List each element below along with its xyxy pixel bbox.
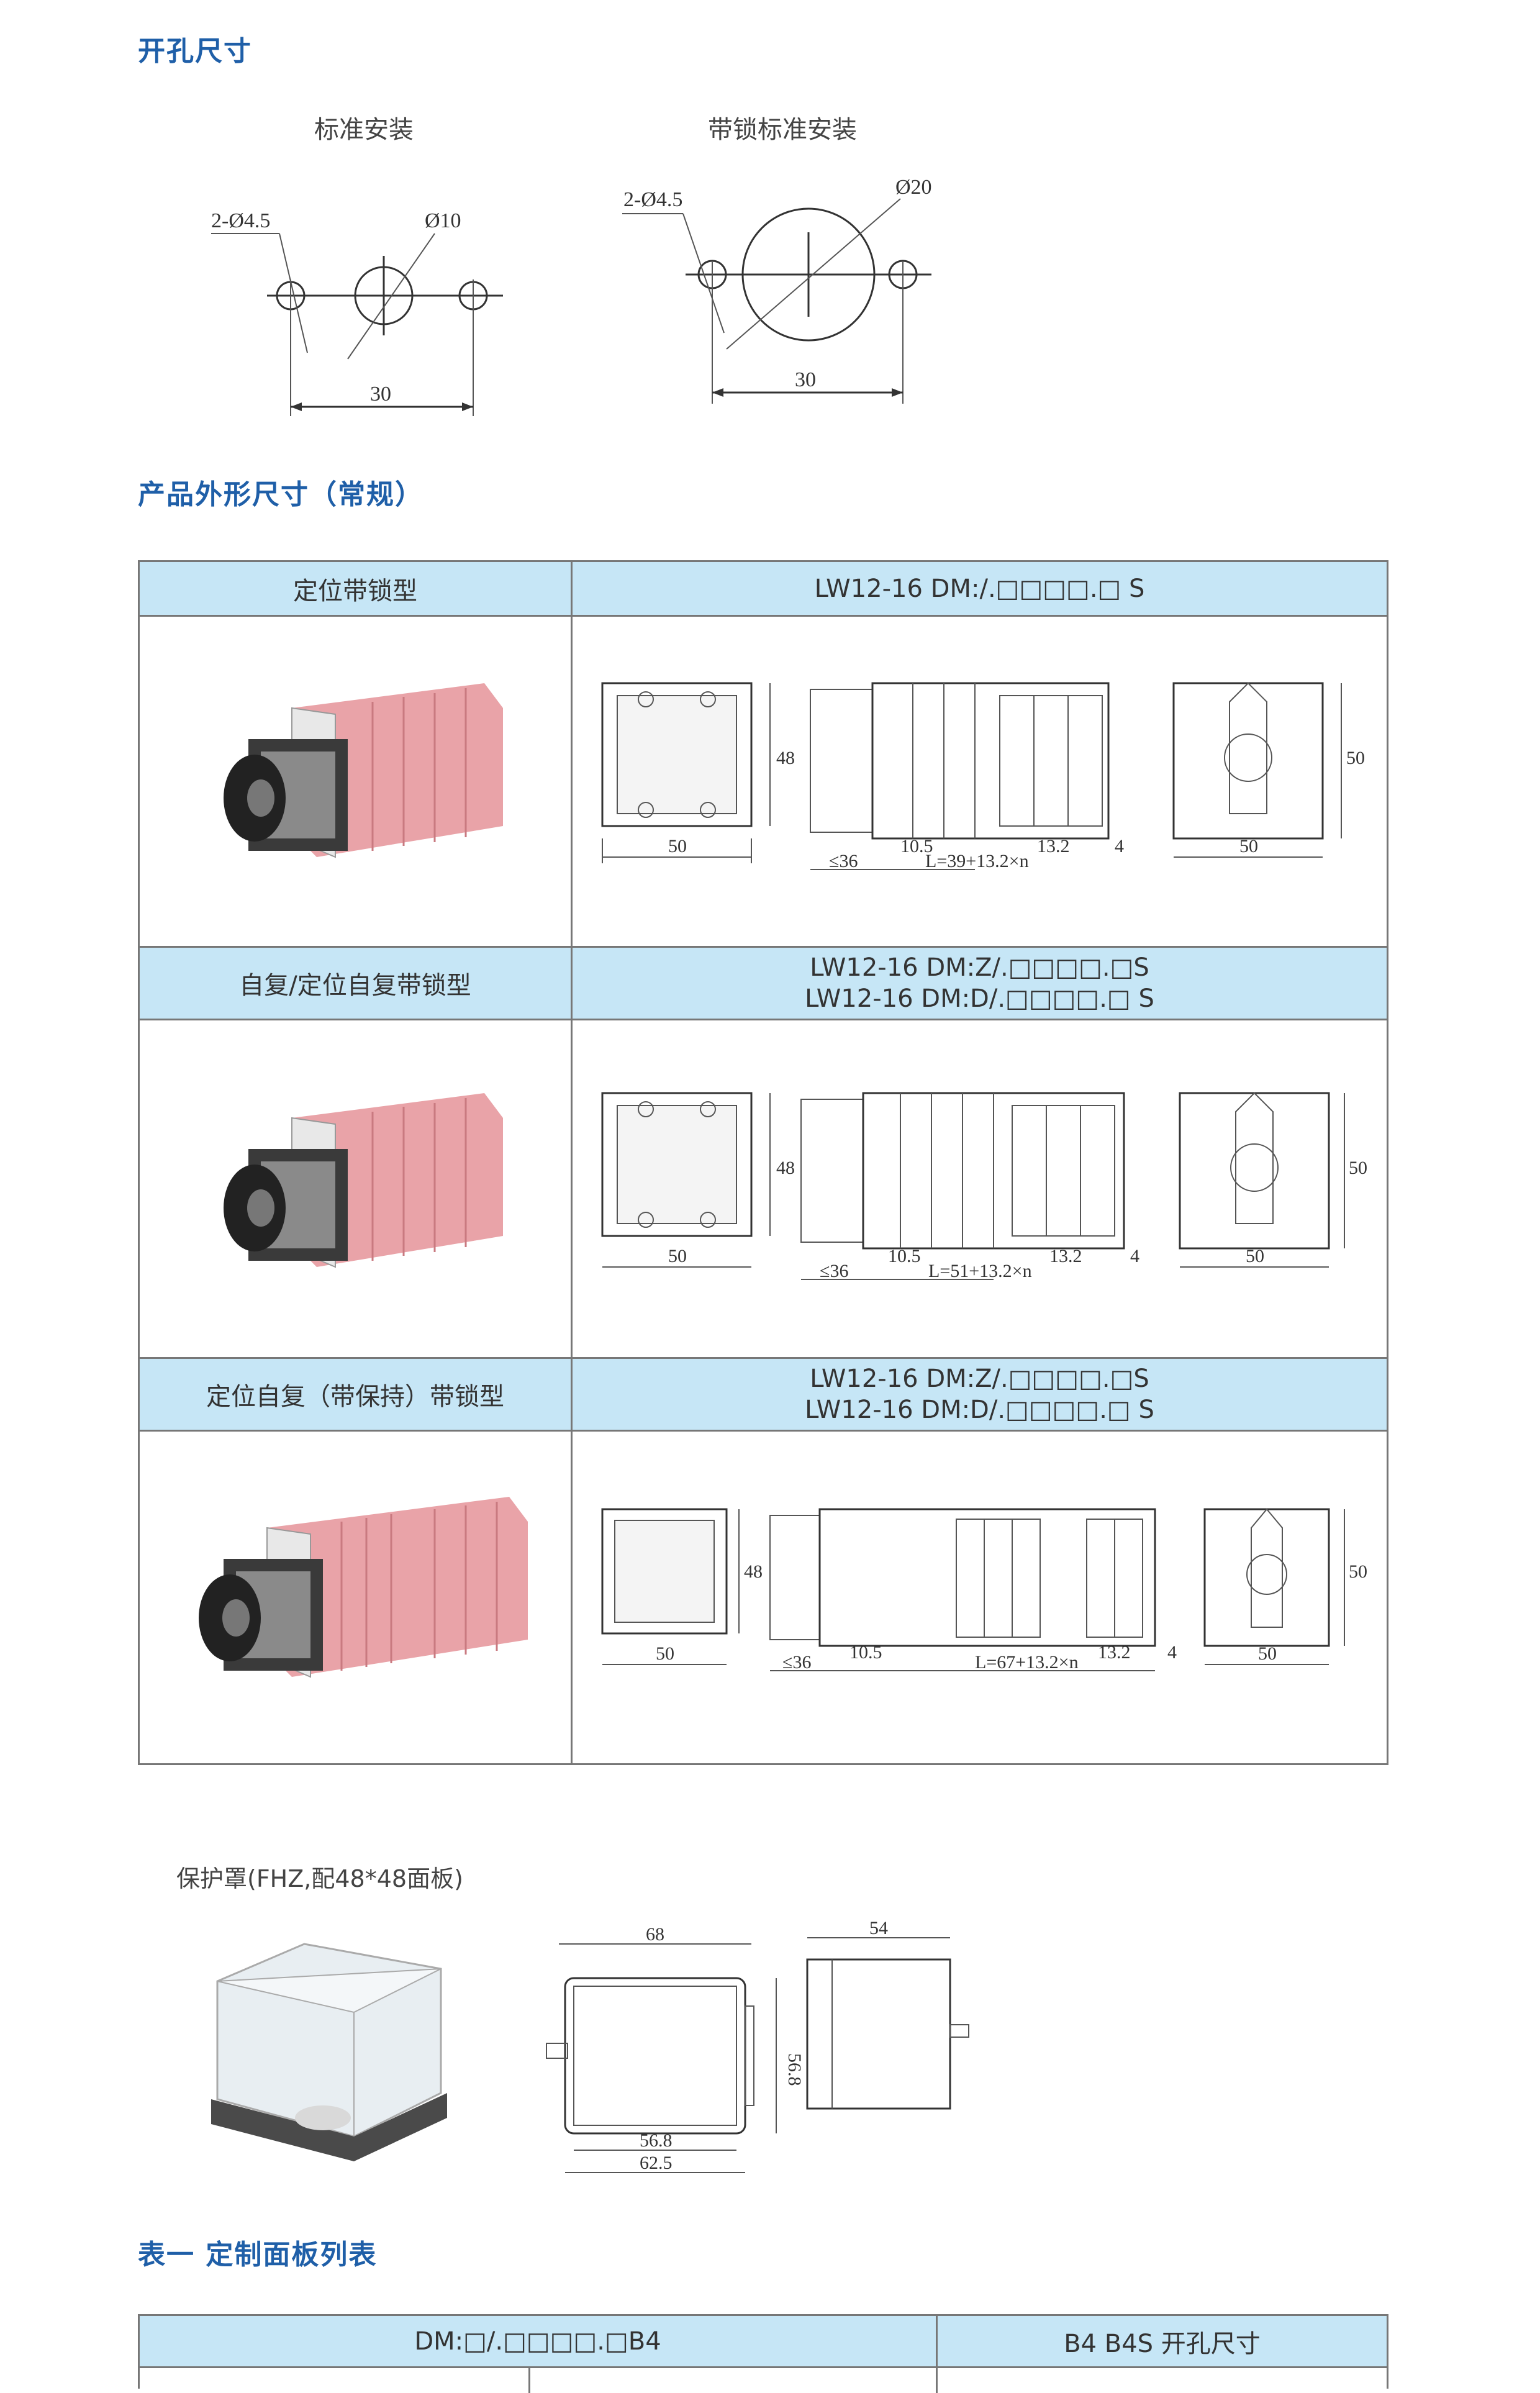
row2-model-cell: LW12-16 DM:Z/.□□□□.□S LW12-16 DM:D/.□□□□… [571, 946, 1387, 1020]
row1-length-formula: L=39+13.2×n [925, 851, 1029, 871]
row2-depth-dim: ≤36 [820, 1261, 848, 1281]
row3-type-cell: 定位自复（带保持）带锁型 [140, 1357, 571, 1432]
row3-model-cell: LW12-16 DM:Z/.□□□□.□S LW12-16 DM:D/.□□□□… [571, 1357, 1387, 1432]
row3-width-dim: 50 [656, 1643, 674, 1664]
row2-side-height-dim: 50 [1349, 1158, 1367, 1178]
cover-height-dim: 56.8 [784, 2053, 805, 2086]
switch-image-row2 [224, 1093, 503, 1268]
row3-length-formula: L=67+13.2×n [975, 1652, 1079, 1673]
cover-width-dim: 68 [646, 1924, 664, 1945]
row3-type-label: 定位自复（带保持）带锁型 [206, 1383, 504, 1411]
cover-label: 保护罩(FHZ,配48*48面板) [176, 1865, 463, 1892]
row3-model-label-1: LW12-16 DM:Z/.□□□□.□S [810, 1365, 1149, 1393]
row2-side-width-dim: 50 [1246, 1246, 1264, 1266]
cover-depth-dim: 54 [869, 1918, 888, 1938]
row3-side-width-dim: 50 [1258, 1643, 1277, 1664]
row2-height-dim: 48 [776, 1158, 795, 1178]
row1-offset-dim: 10.5 [900, 836, 933, 856]
drawing-row1: 50 48 ≤36 10.5 13.2 4 L=39+13.2×n 50 50 [601, 682, 1365, 871]
cover-drawing-front: 68 56.8 56.8 62.5 [546, 1924, 805, 2173]
row2-model-label-1: LW12-16 DM:Z/.□□□□.□S [810, 953, 1149, 982]
panel-table-col1-label: DM:□/.□□□□.□B4 [414, 2327, 661, 2356]
row1-type-label: 定位带锁型 [293, 576, 417, 606]
row3-depth-dim: ≤36 [782, 1652, 811, 1673]
row1-width-dim: 50 [668, 836, 687, 856]
row3-side-height-dim: 50 [1349, 1561, 1367, 1582]
panel-table-col2-label: B4 B4S 开孔尺寸 [1064, 2329, 1261, 2358]
row1-model-cell: LW12-16 DM:/.□□□□.□ S [571, 562, 1387, 617]
locking-span-label: 30 [795, 368, 816, 391]
cutout-standard-diagram: 2-Ø4.5 Ø10 30 [211, 209, 503, 416]
row2-length-formula: L=51+13.2×n [928, 1261, 1032, 1281]
cutout-standard-label: 标准安装 [314, 116, 414, 144]
switch-image-row1 [224, 683, 503, 858]
cover-image [211, 1943, 447, 2161]
row1-gap-dim: 4 [1115, 836, 1124, 856]
row3-pitch-dim: 13.2 [1098, 1642, 1131, 1663]
cover-inner-dim: 56.8 [640, 2130, 673, 2151]
row3-height-dim: 48 [744, 1561, 763, 1582]
locking-center-label: Ø20 [895, 176, 932, 199]
section-title-cutout: 开孔尺寸 [138, 35, 252, 67]
standard-span-label: 30 [370, 383, 391, 406]
drawing-row2: 50 48 ≤36 10.5 13.2 4 L=51+13.2×n 50 50 [601, 1092, 1367, 1281]
section-title-table1: 表一 定制面板列表 [138, 2239, 378, 2271]
locking-holes-label: 2-Ø4.5 [623, 188, 682, 211]
row2-type-label: 自复/定位自复带锁型 [239, 971, 471, 1000]
row3-gap-dim: 4 [1167, 1642, 1177, 1663]
row1-pitch-dim: 13.2 [1037, 836, 1070, 856]
row1-depth-dim: ≤36 [829, 851, 858, 871]
row3-model-label-2: LW12-16 DM:D/.□□□□.□ S [805, 1396, 1154, 1424]
row2-pitch-dim: 13.2 [1049, 1246, 1082, 1266]
cutout-locking-label: 带锁标准安装 [708, 116, 857, 144]
panel-table-col1: DM:□/.□□□□.□B4 [140, 2316, 936, 2368]
panel-table: DM:□/.□□□□.□B4 B4 B4S 开孔尺寸 [138, 2314, 1388, 2393]
cover-outer-dim: 62.5 [640, 2153, 673, 2173]
row1-type-cell: 定位带锁型 [140, 562, 571, 617]
row1-model-label: LW12-16 DM:/.□□□□.□ S [814, 574, 1145, 603]
row2-gap-dim: 4 [1130, 1246, 1139, 1266]
row2-width-dim: 50 [668, 1246, 687, 1266]
row1-height-dim: 48 [776, 748, 795, 768]
drawing-row3: 50 48 ≤36 10.5 13.2 4 L=67+13.2×n 50 50 [601, 1508, 1367, 1673]
row2-offset-dim: 10.5 [888, 1246, 921, 1266]
cutout-locking-diagram: 2-Ø4.5 Ø20 30 [622, 176, 932, 404]
row3-offset-dim: 10.5 [849, 1642, 882, 1663]
standard-center-label: Ø10 [425, 209, 461, 232]
panel-table-col2: B4 B4S 开孔尺寸 [936, 2316, 1387, 2368]
panel-table-divider-b [936, 2368, 938, 2393]
row2-type-cell: 自复/定位自复带锁型 [140, 946, 571, 1020]
outline-table: 定位带锁型 LW12-16 DM:/.□□□□.□ S 自复/定位自复带锁型 L… [138, 560, 1388, 1765]
row1-side-height-dim: 50 [1346, 748, 1365, 768]
table-divider [571, 562, 573, 1763]
cover-drawing-side: 54 [806, 1918, 969, 2110]
switch-image-row3 [199, 1497, 528, 1678]
section-title-outline: 产品外形尺寸（常规） [138, 479, 424, 511]
row2-model-label-2: LW12-16 DM:D/.□□□□.□ S [805, 984, 1154, 1013]
row1-side-width-dim: 50 [1239, 836, 1258, 856]
panel-table-divider-a [528, 2368, 530, 2393]
standard-holes-label: 2-Ø4.5 [211, 209, 270, 232]
